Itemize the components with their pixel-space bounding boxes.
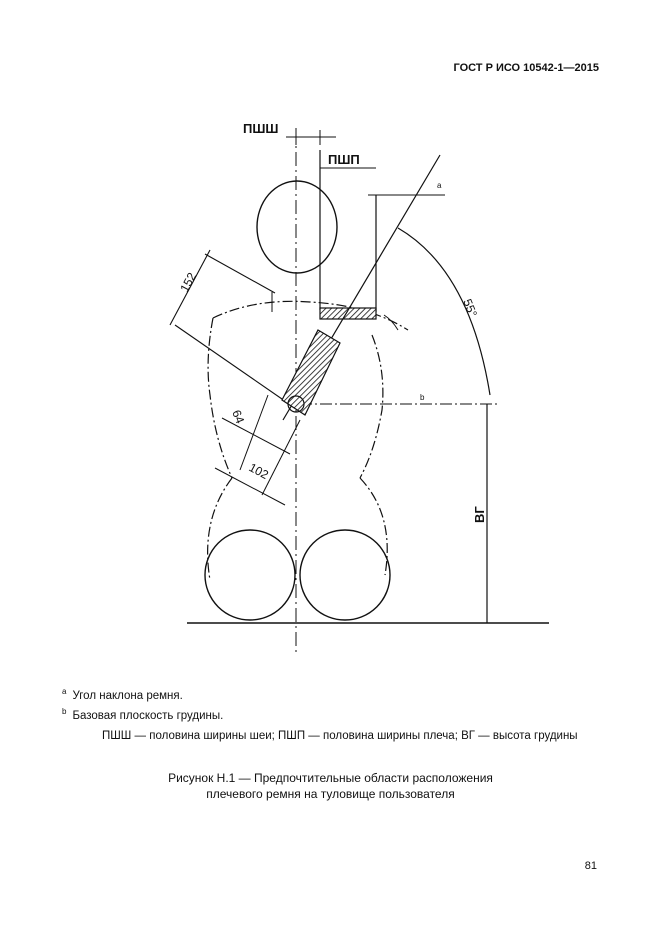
angle-arc — [397, 227, 491, 396]
shoulder-anchor-zone — [319, 307, 377, 320]
belt-zone — [281, 329, 341, 416]
document-header: ГОСТ Р ИСО 10542-1—2015 — [453, 62, 599, 74]
neck-half-width-label: ПШШ — [243, 121, 278, 136]
left-thigh-outline — [204, 529, 296, 621]
dim-102-label: 102 — [247, 460, 272, 482]
caption-line-2: плечевого ремня на туловище пользователя — [206, 787, 455, 801]
dim-64-label: 64 — [229, 408, 247, 426]
chest-height-label: ВГ — [472, 506, 487, 523]
abbreviation-legend: ПШШ — половина ширины шеи; ПШП — половин… — [102, 730, 578, 742]
caption-line-1: Рисунок Н.1 — Предпочтительные области р… — [168, 771, 493, 785]
right-thigh-outline — [299, 529, 391, 621]
shoulder-half-width-label: ПШП — [328, 152, 360, 167]
dim-152-label: 152 — [177, 270, 199, 295]
figure-caption: Рисунок Н.1 — Предпочтительные области р… — [62, 770, 599, 802]
angle-label: 55° — [460, 297, 480, 319]
page-number: 81 — [584, 860, 597, 872]
sternum-point — [287, 395, 305, 413]
torso-outline — [212, 300, 409, 331]
head-outline — [256, 180, 338, 274]
ref-a-label: a — [437, 181, 442, 190]
ref-b-label: b — [420, 393, 425, 402]
